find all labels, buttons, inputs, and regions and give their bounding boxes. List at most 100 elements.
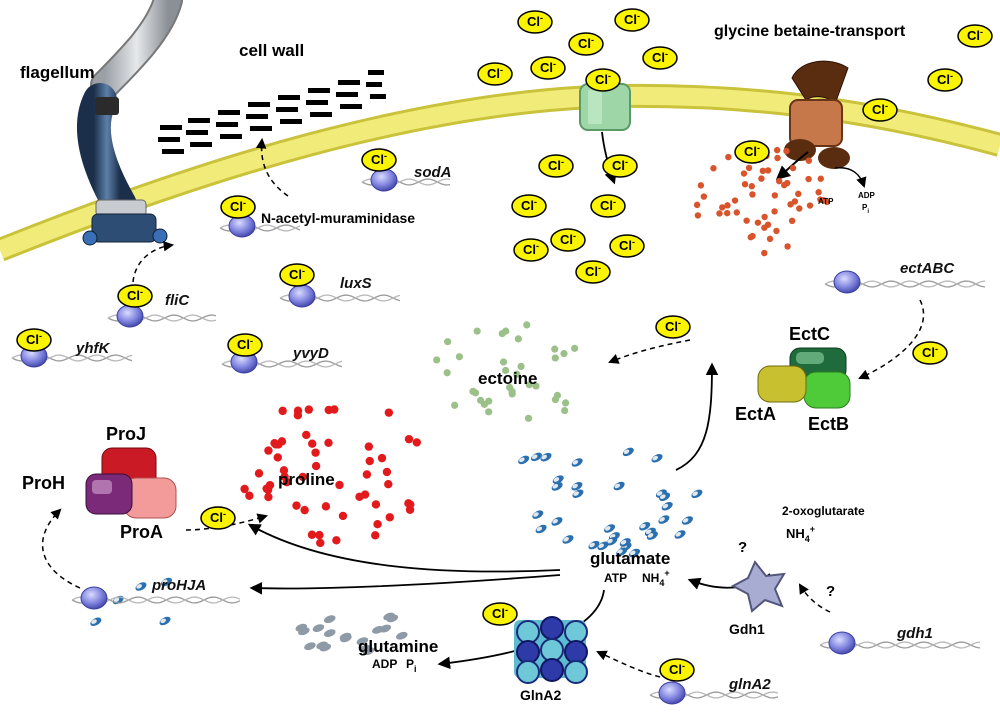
gene-label-ectABC: ectABC — [900, 260, 955, 277]
svg-text:Cl-: Cl- — [624, 11, 640, 27]
svg-text:Cl-: Cl- — [527, 13, 543, 29]
chloride-ion: Cl- — [568, 32, 604, 56]
rna-polymerase-icon — [288, 284, 316, 308]
gene-glnA2: glnA2 — [649, 676, 779, 705]
chloride-ion: Cl- — [585, 68, 621, 92]
gene-label-glnA2: glnA2 — [728, 676, 771, 693]
chloride-channel — [579, 83, 631, 131]
svg-text:Cl-: Cl- — [937, 71, 953, 87]
chloride-ion: Cl- — [659, 658, 695, 682]
svg-text:Cl-: Cl- — [210, 509, 226, 525]
svg-text:Cl-: Cl- — [872, 101, 888, 117]
ectoine-dots — [433, 321, 579, 422]
chloride-ion: Cl- — [655, 315, 691, 339]
svg-text:Cl-: Cl- — [487, 65, 503, 81]
gene-label-gdh1: gdh1 — [896, 625, 933, 642]
chloride-ion: Cl- — [220, 195, 256, 219]
svg-text:Cl-: Cl- — [600, 197, 616, 213]
svg-text:Cl-: Cl- — [595, 71, 611, 87]
label-gdh1-enzyme: Gdh1 — [729, 621, 765, 637]
rna-polymerase-icon — [828, 631, 856, 655]
rna-polymerase-icon — [116, 304, 144, 328]
chloride-ion: Cl- — [511, 194, 547, 218]
svg-text:Cl-: Cl- — [230, 198, 246, 214]
label-glutamate: glutamate — [590, 549, 670, 568]
svg-text:Cl-: Cl- — [619, 237, 635, 253]
label-transporter-adp: ADP — [858, 191, 876, 200]
svg-text:Cl-: Cl- — [523, 241, 539, 257]
cell-wall-dashes — [158, 70, 386, 154]
glutamate-molecules — [518, 447, 703, 558]
chloride-ion: Cl- — [575, 260, 611, 284]
gene-label-yvyD: yvyD — [292, 345, 329, 362]
chloride-ion: Cl- — [530, 56, 566, 80]
chloride-ion: Cl- — [642, 46, 678, 70]
chloride-ion: Cl- — [927, 68, 963, 92]
label-cell-wall: cell wall — [239, 41, 304, 60]
chloride-ion: Cl- — [517, 10, 553, 34]
gene-label-sodA: sodA — [414, 164, 452, 181]
svg-text:Cl-: Cl- — [665, 318, 681, 334]
svg-text:Cl-: Cl- — [127, 287, 143, 303]
gene-ectABC: ectABC — [824, 260, 986, 294]
chloride-ion: Cl- — [734, 140, 770, 164]
glycine-betaine-dots — [693, 146, 831, 257]
label-glycine-betaine-transport: glycine betaine-transport — [714, 23, 906, 40]
svg-text:Cl-: Cl- — [371, 151, 387, 167]
chloride-ion: Cl- — [538, 154, 574, 178]
rna-polymerase-icon — [370, 168, 398, 192]
chloride-ion: Cl- — [477, 62, 513, 86]
svg-text:Cl-: Cl- — [652, 49, 668, 65]
chloride-ion: Cl- — [590, 194, 626, 218]
label-n-acetyl-muraminidase: N-acetyl-muraminidase — [261, 210, 415, 226]
question-mark-gdh1-gene: ? — [826, 583, 835, 600]
chloride-ion: Cl- — [614, 8, 650, 32]
pro-enzymes — [85, 447, 177, 519]
label-nh4-substrate: NH4+ — [786, 524, 815, 544]
chloride-ion: Cl- — [957, 24, 993, 48]
gene-label-fliC: fliC — [165, 292, 190, 309]
label-glutamine-adp: ADP — [372, 657, 397, 671]
label-glutamine-pi: Pi — [406, 657, 417, 674]
chloride-ion: Cl- — [16, 328, 52, 352]
label-ectb: EctB — [808, 414, 849, 434]
chloride-ion: Cl- — [227, 333, 263, 357]
gene-proHJA: proHJA — [71, 577, 241, 610]
ect-enzymes — [757, 347, 851, 409]
proline-dots — [240, 405, 421, 548]
label-ecta: EctA — [735, 404, 776, 424]
chloride-ion: Cl- — [361, 148, 397, 172]
svg-text:Cl-: Cl- — [560, 231, 576, 247]
flagellum-structure — [76, 0, 183, 246]
gene-label-proHJA: proHJA — [151, 577, 206, 594]
glutamine-molecules — [295, 612, 408, 656]
gdh1-enzyme-shape — [730, 560, 786, 613]
label-proa: ProA — [120, 522, 163, 542]
label-proline: proline — [278, 470, 335, 489]
label-ectoine: ectoine — [478, 369, 538, 388]
svg-text:Cl-: Cl- — [612, 157, 628, 173]
svg-text:Cl-: Cl- — [585, 263, 601, 279]
chloride-ion: Cl- — [279, 263, 315, 287]
chloride-ion: Cl- — [200, 506, 236, 530]
chloride-ion: Cl- — [602, 154, 638, 178]
svg-text:Cl-: Cl- — [492, 605, 508, 621]
svg-text:Cl-: Cl- — [922, 344, 938, 360]
label-glna2-enzyme: GlnA2 — [520, 687, 561, 703]
gene-sodA: sodA — [361, 164, 452, 192]
chloride-ion: Cl- — [912, 341, 948, 365]
chloride-ion: Cl- — [862, 98, 898, 122]
svg-text:Cl-: Cl- — [967, 27, 983, 43]
svg-text:Cl-: Cl- — [540, 59, 556, 75]
gene-luxS: luxS — [279, 275, 401, 308]
label-transporter-pi: Pi — [862, 203, 869, 215]
gene-label-luxS: luxS — [340, 275, 372, 292]
svg-text:Cl-: Cl- — [521, 197, 537, 213]
svg-text:Cl-: Cl- — [548, 157, 564, 173]
chloride-ion: Cl- — [550, 228, 586, 252]
label-glutamate-atp: ATP — [604, 571, 627, 585]
svg-text:Cl-: Cl- — [289, 266, 305, 282]
gene-gdh1: gdh1 — [819, 625, 981, 655]
